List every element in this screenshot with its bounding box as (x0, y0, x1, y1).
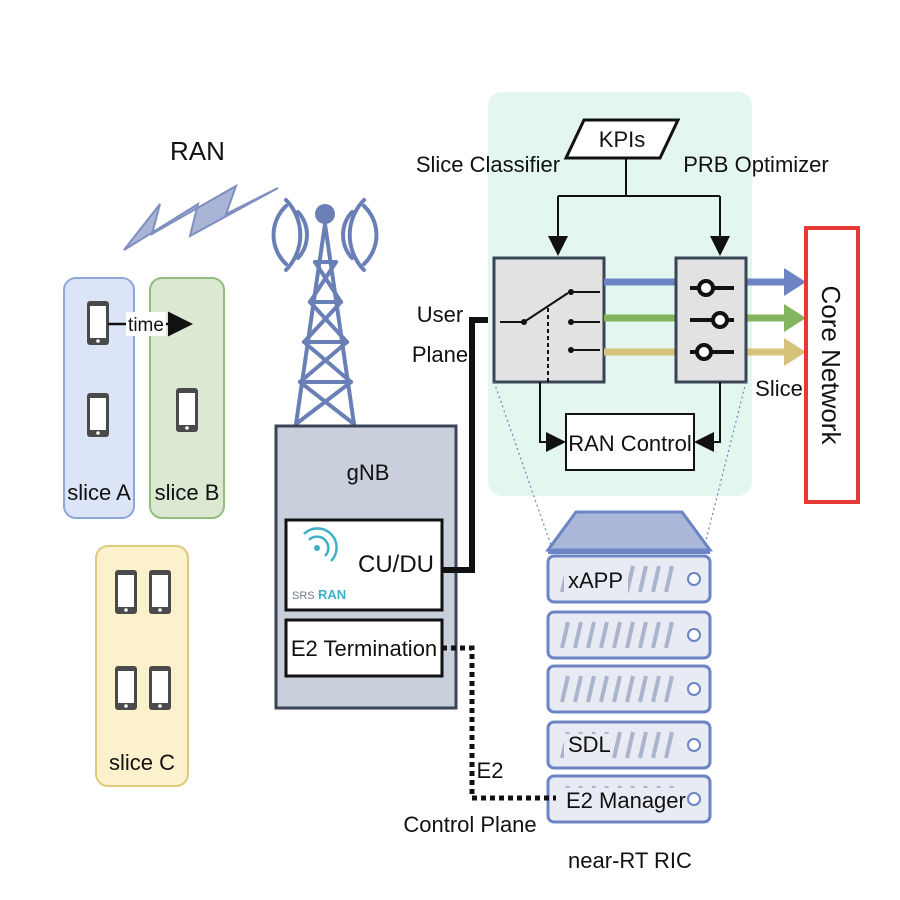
slice-c-label: slice C (109, 750, 175, 775)
phone-icon (87, 393, 109, 437)
core-network-label: Core Network (816, 286, 846, 446)
prb-optimizer-sliders-icon (674, 256, 748, 384)
phone-icon (176, 388, 198, 432)
server-unit (546, 610, 712, 660)
label-backing (564, 734, 610, 764)
near-rt-ric-label: near-RT RIC (568, 848, 692, 873)
tower-icon (271, 198, 379, 426)
ran-label: RAN (170, 136, 225, 166)
ric-server-stack (545, 510, 713, 554)
sdl-label: SDL (568, 732, 611, 757)
zoom-line-left (493, 381, 553, 549)
label-backing (558, 788, 680, 818)
e2-manager-label: E2 Manager (566, 788, 686, 813)
srsran-logo-icon: SRS RAN (292, 527, 346, 602)
cu-du-label: CU/DU (358, 551, 434, 578)
kpis-label: KPIs (599, 127, 645, 152)
ran-control-box (565, 413, 695, 471)
time-arrow: time (108, 311, 193, 337)
zoom-line-right (703, 381, 747, 549)
slice-b-box: slice B (149, 277, 225, 519)
slice-label: Slice (755, 376, 803, 401)
slice-b-label: slice B (155, 480, 220, 505)
control-plane-label: Control Plane (403, 812, 536, 837)
phone-icon (149, 666, 171, 710)
e2-label: E2 (477, 758, 504, 783)
kpis-box: KPIs (563, 118, 681, 160)
user-plane-label-line2: Plane (412, 342, 468, 367)
label-backing (564, 564, 628, 594)
kpi-arrows (548, 158, 730, 256)
e2-termination-label: E2 Termination (291, 636, 437, 661)
gnb-title: gNB (347, 460, 390, 485)
user-plane-label-line1: User (417, 302, 463, 327)
xapp-label: xAPP (568, 568, 623, 593)
slice-classifier-label: Slice Classifier (416, 152, 560, 177)
cu-du-box (284, 518, 444, 612)
slice-c-box: slice C (95, 545, 189, 787)
time-label: time (128, 315, 164, 336)
ran-control-label: RAN Control (568, 431, 691, 456)
slice-classifier-switch-icon (492, 256, 606, 384)
phone-icon (87, 301, 109, 345)
ran-logo-text: RAN (318, 587, 346, 602)
gnb-box: gNB CU/DU SRS RAN E2 Termination (274, 424, 458, 710)
phone-icon (149, 570, 171, 614)
slice-flow-arrows (604, 268, 806, 366)
xapp-detail-panel (488, 92, 752, 496)
prb-optimizer-label: PRB Optimizer (683, 152, 828, 177)
e2-termination-box (284, 618, 444, 678)
phone-icon (115, 666, 137, 710)
user-plane-line (442, 317, 494, 573)
phone-icon (115, 570, 137, 614)
server-unit (546, 664, 712, 714)
lightning-icon (123, 183, 279, 251)
ran-control-arrows (539, 382, 721, 452)
slice-a-label: slice A (67, 480, 131, 505)
server-units (546, 554, 712, 824)
srs-logo-text: SRS (292, 590, 315, 602)
core-network-box: Core Network (804, 226, 860, 504)
server-top (545, 510, 713, 552)
slice-a-box: slice A (63, 277, 135, 519)
